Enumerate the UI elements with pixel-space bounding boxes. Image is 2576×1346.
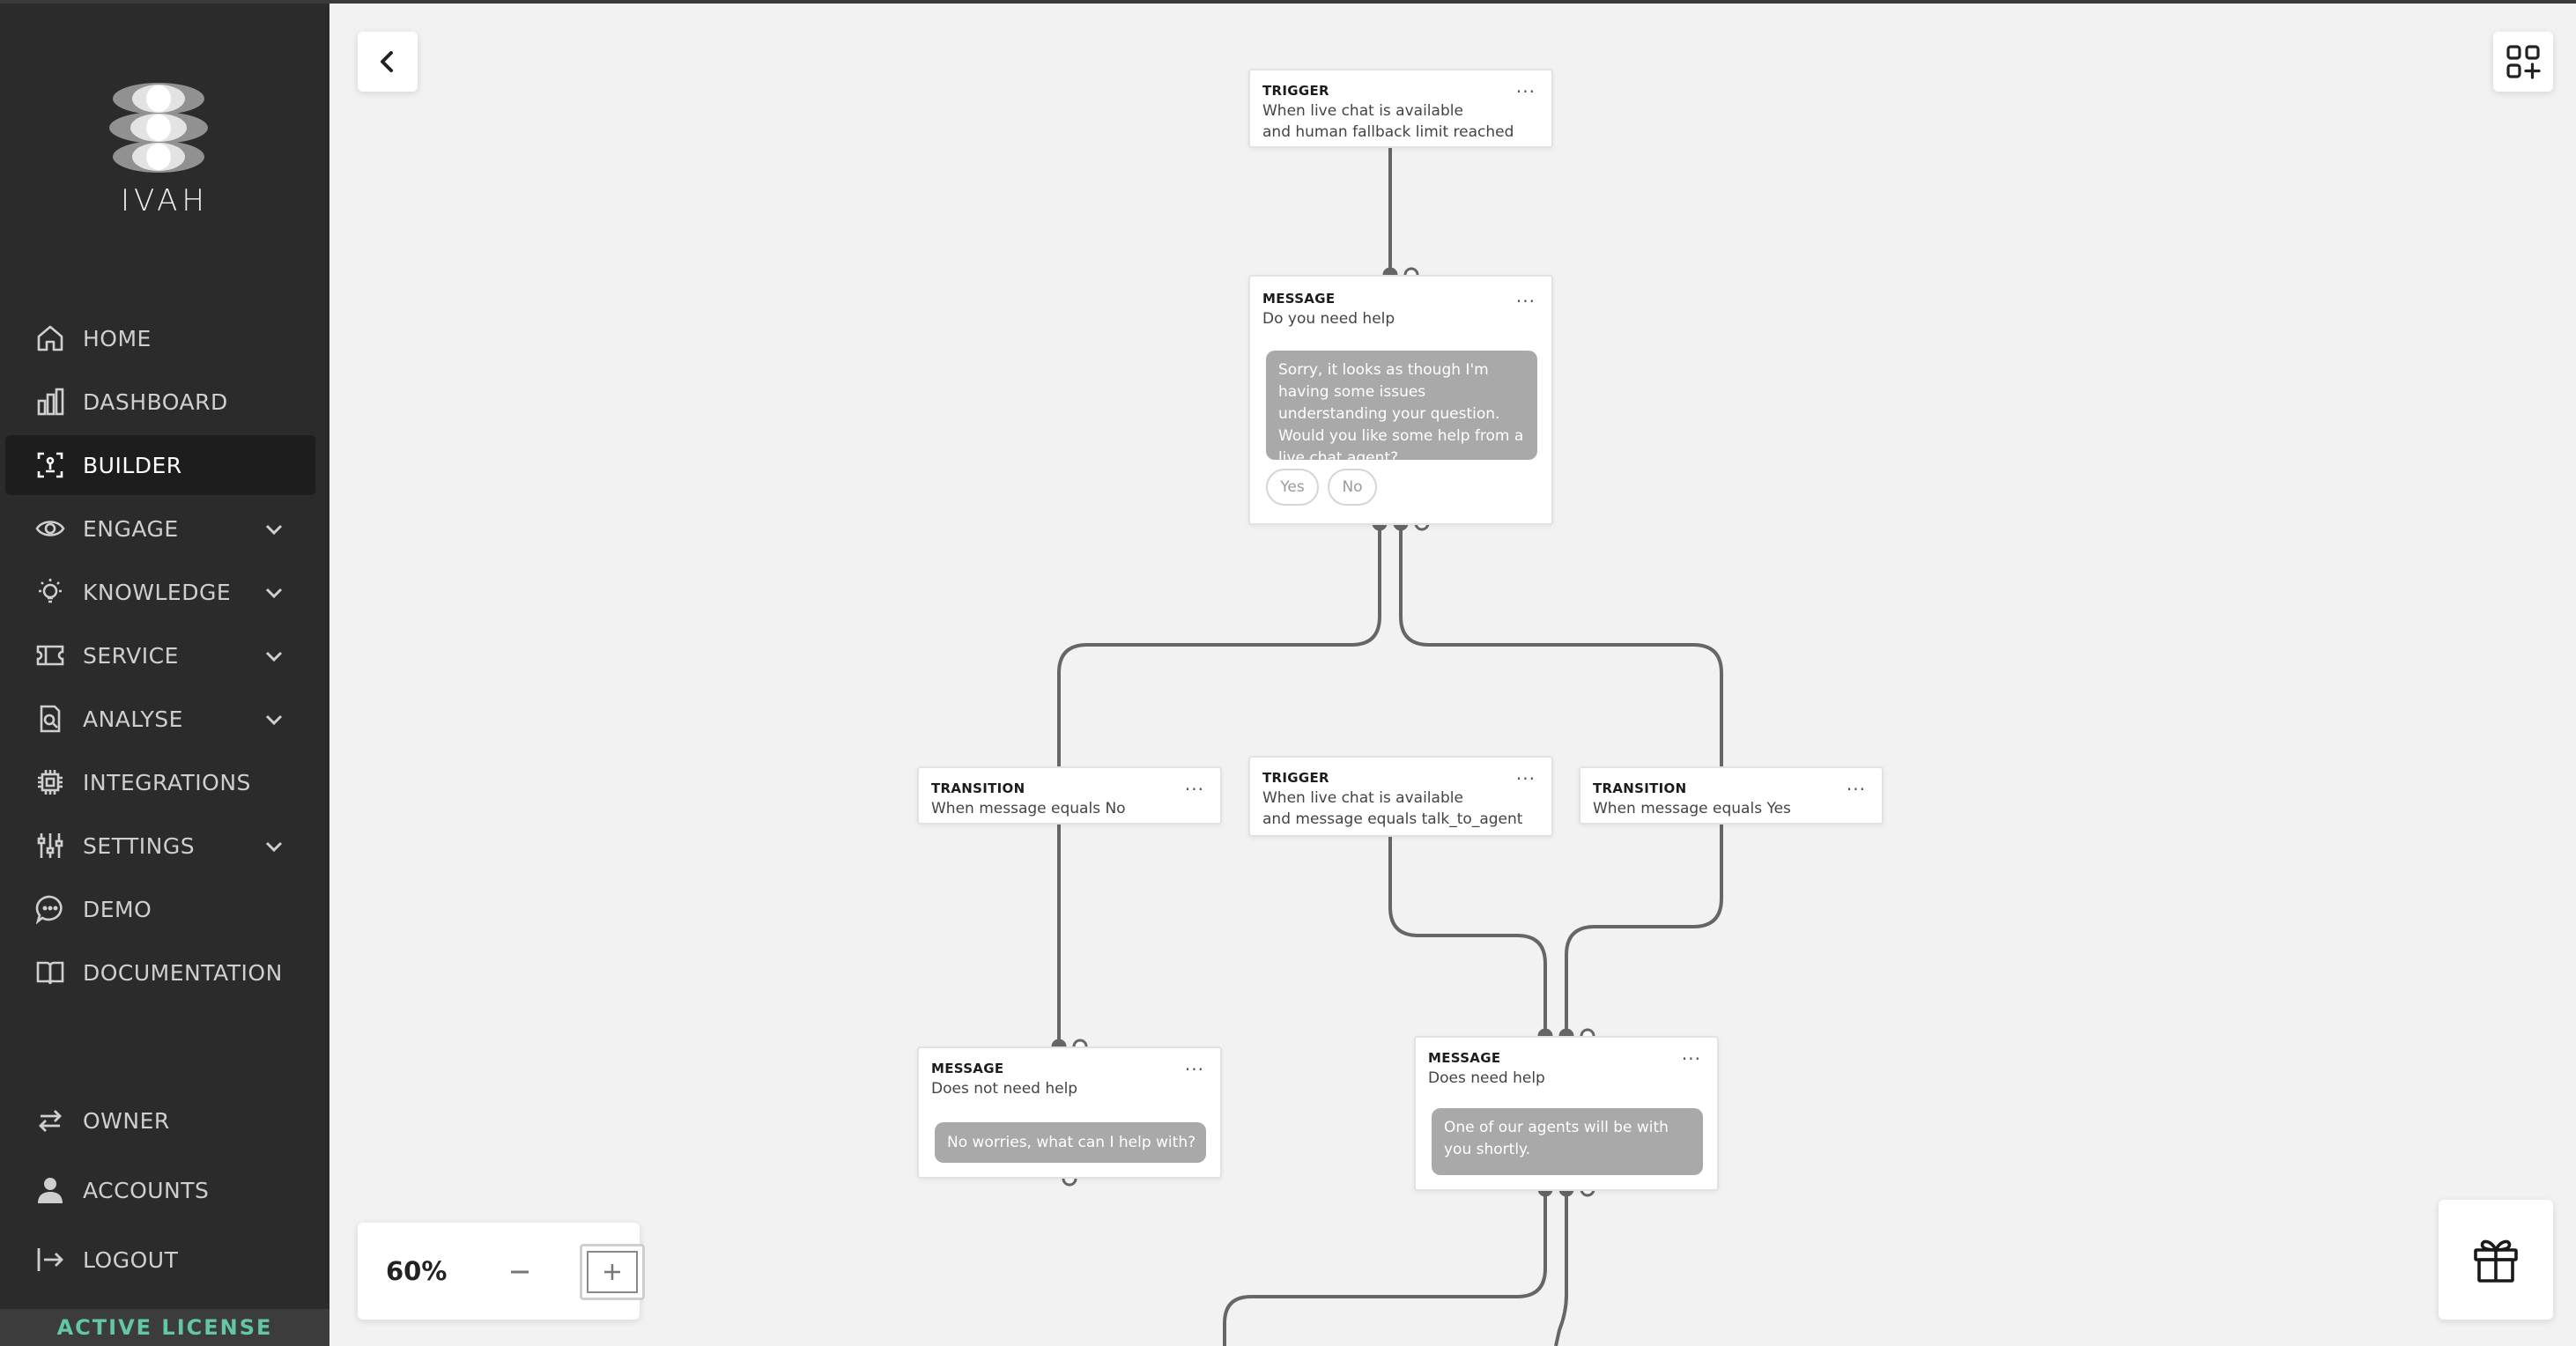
flow-node-message-does-need-help[interactable]: MESSAGE Does need help ··· One of our ag… [1414, 1036, 1719, 1191]
gift-icon [2474, 1239, 2518, 1283]
node-type: MESSAGE [1262, 291, 1336, 307]
sidebar-item-dashboard[interactable]: DASHBOARD [5, 372, 315, 432]
flow-node-message-do-you-need-help[interactable]: MESSAGE Do you need help ··· Sorry, it l… [1248, 275, 1553, 525]
message-bubble: One of our agents will be with you short… [1432, 1108, 1703, 1175]
builder-icon [37, 452, 63, 478]
message-bubble: Sorry, it looks as though I'm having som… [1266, 351, 1537, 467]
message-bubble: No worries, what can I help with? [935, 1122, 1206, 1163]
sidebar-item-label: OWNER [83, 1107, 170, 1134]
node-title: Does need help [1428, 1069, 1545, 1087]
zoom-in-focus-ring [587, 1251, 638, 1293]
sidebar-item-label: SERVICE [83, 642, 179, 669]
logout-icon [37, 1248, 63, 1271]
node-menu-icon[interactable]: ··· [1846, 779, 1866, 800]
sidebar-item-service[interactable]: SERVICE [5, 625, 315, 685]
home-icon [37, 325, 63, 351]
node-type: TRANSITION [1593, 780, 1687, 796]
flow-node-message-does-not-need-help[interactable]: MESSAGE Does not need help ··· No worrie… [917, 1046, 1222, 1179]
node-menu-icon[interactable]: ··· [1184, 1059, 1204, 1080]
node-description: When message equals Yes [1593, 800, 1791, 817]
chevron-down-icon[interactable] [264, 647, 284, 666]
sidebar-item-engage[interactable]: ENGAGE [5, 499, 315, 558]
sidebar-item-label: ENGAGE [83, 515, 179, 542]
sidebar-item-builder[interactable]: BUILDER [5, 435, 315, 495]
node-type: MESSAGE [1428, 1050, 1501, 1066]
node-description: When message equals No [931, 800, 1126, 817]
sidebar-item-owner[interactable]: OWNER [5, 1091, 315, 1150]
chat-bubble-icon [35, 895, 63, 924]
chip-icon [38, 770, 63, 795]
sidebar-item-knowledge[interactable]: KNOWLEDGE [5, 562, 315, 622]
sidebar-item-label: LOGOUT [83, 1246, 179, 1273]
flow-node-transition-no[interactable]: TRANSITION When message equals No ··· [917, 766, 1222, 825]
sidebar-item-label: DEMO [83, 896, 152, 922]
lightbulb-icon [39, 579, 62, 603]
license-status: ACTIVE LICENSE [0, 1309, 329, 1346]
add-node-button[interactable] [2493, 32, 2553, 92]
quick-reply-yes[interactable]: Yes [1266, 469, 1319, 506]
sidebar-item-label: DASHBOARD [83, 388, 228, 415]
node-title: Does not need help [931, 1080, 1078, 1098]
zoom-in-button[interactable] [580, 1244, 645, 1300]
eye-icon [35, 521, 65, 536]
node-type: MESSAGE [931, 1061, 1004, 1076]
minus-icon [511, 1270, 529, 1274]
brand-name: IVAH [121, 183, 209, 218]
book-icon [36, 961, 64, 985]
ticket-icon [36, 645, 64, 666]
swap-icon [39, 1110, 62, 1132]
chevron-down-icon[interactable] [264, 583, 284, 603]
node-type: TRIGGER [1262, 83, 1329, 99]
node-menu-icon[interactable]: ··· [1184, 779, 1204, 800]
node-description: When live chat is available and human fa… [1262, 102, 1514, 141]
sidebar-item-logout[interactable]: LOGOUT [5, 1230, 315, 1290]
top-border [0, 0, 2576, 4]
sidebar: IVAH HOME DASHBOARD BUILDER ENGAGE KNOWL… [0, 0, 329, 1346]
chevron-down-icon[interactable] [264, 520, 284, 539]
ivah-logo [106, 79, 211, 176]
node-description: When live chat is available and message … [1262, 789, 1523, 828]
node-type: TRIGGER [1262, 770, 1329, 786]
flow-node-trigger[interactable]: TRIGGER When live chat is available and … [1248, 69, 1553, 148]
user-icon [38, 1178, 63, 1203]
sidebar-item-documentation[interactable]: DOCUMENTATION [5, 943, 315, 1002]
sidebar-item-label: BUILDER [83, 452, 182, 478]
chevron-left-icon [381, 51, 393, 72]
gift-button[interactable] [2439, 1200, 2553, 1320]
flow-node-trigger-talk-to-agent[interactable]: TRIGGER When live chat is available and … [1248, 756, 1553, 837]
sliders-icon [37, 833, 63, 858]
sidebar-item-settings[interactable]: SETTINGS [5, 816, 315, 876]
analyse-icon [40, 705, 61, 733]
sidebar-item-integrations[interactable]: INTEGRATIONS [5, 752, 315, 812]
sidebar-item-analyse[interactable]: ANALYSE [5, 689, 315, 749]
sidebar-item-label: SETTINGS [83, 832, 196, 859]
plus-icon [604, 1264, 620, 1280]
sidebar-item-demo[interactable]: DEMO [5, 879, 315, 939]
sidebar-item-label: ANALYSE [83, 706, 183, 732]
node-menu-icon[interactable]: ··· [1681, 1048, 1701, 1069]
node-type: TRANSITION [931, 780, 1025, 796]
chevron-down-icon[interactable] [264, 837, 284, 856]
zoom-out-button[interactable] [495, 1247, 544, 1297]
node-menu-icon[interactable]: ··· [1515, 81, 1536, 102]
sidebar-item-home[interactable]: HOME [5, 308, 315, 368]
node-menu-icon[interactable]: ··· [1515, 291, 1536, 312]
sidebar-item-label: KNOWLEDGE [83, 579, 232, 605]
sidebar-item-accounts[interactable]: ACCOUNTS [5, 1160, 315, 1220]
sidebar-item-label: DOCUMENTATION [83, 959, 283, 986]
zoom-control: 60% [358, 1223, 645, 1320]
flow-node-transition-yes[interactable]: TRANSITION When message equals Yes ··· [1579, 766, 1884, 825]
add-grid-icon [2506, 45, 2541, 79]
sidebar-item-label: ACCOUNTS [83, 1177, 210, 1203]
sidebar-item-label: HOME [83, 325, 152, 351]
dashboard-icon [37, 388, 64, 416]
back-button[interactable] [358, 32, 418, 92]
sidebar-item-label: INTEGRATIONS [83, 769, 251, 795]
zoom-level: 60% [386, 1256, 448, 1286]
quick-reply-no[interactable]: No [1328, 469, 1377, 506]
chevron-down-icon[interactable] [264, 710, 284, 729]
node-title: Do you need help [1262, 310, 1395, 328]
node-menu-icon[interactable]: ··· [1515, 768, 1536, 789]
